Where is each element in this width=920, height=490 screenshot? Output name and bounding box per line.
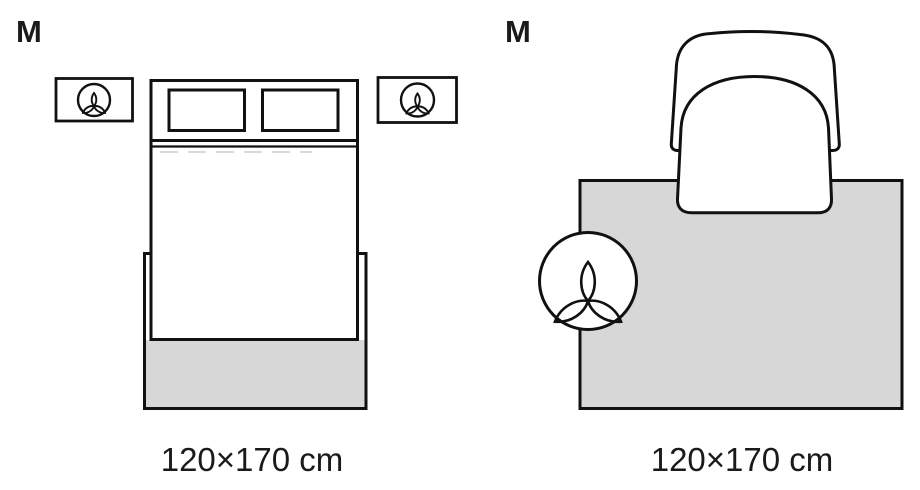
bedroom-diagram: [54, 76, 458, 410]
dimension-label-living-room: 120×170 cm: [650, 441, 834, 478]
rug-exposed-area: [146, 340, 365, 408]
nightstand-left: [54, 77, 134, 123]
armchair-seat: [675, 75, 834, 215]
nightstand-right: [376, 76, 458, 124]
pillow-right: [261, 88, 340, 132]
plant-circle: [538, 231, 638, 331]
plant-circle: [399, 82, 436, 118]
bed: [149, 79, 359, 341]
size-label-living-room: M: [505, 14, 532, 49]
pillow-left: [167, 88, 246, 132]
living-room-diagram: [538, 30, 904, 410]
dimension-label-bedroom: 120×170 cm: [160, 441, 344, 478]
size-label-bedroom: M: [16, 14, 43, 49]
